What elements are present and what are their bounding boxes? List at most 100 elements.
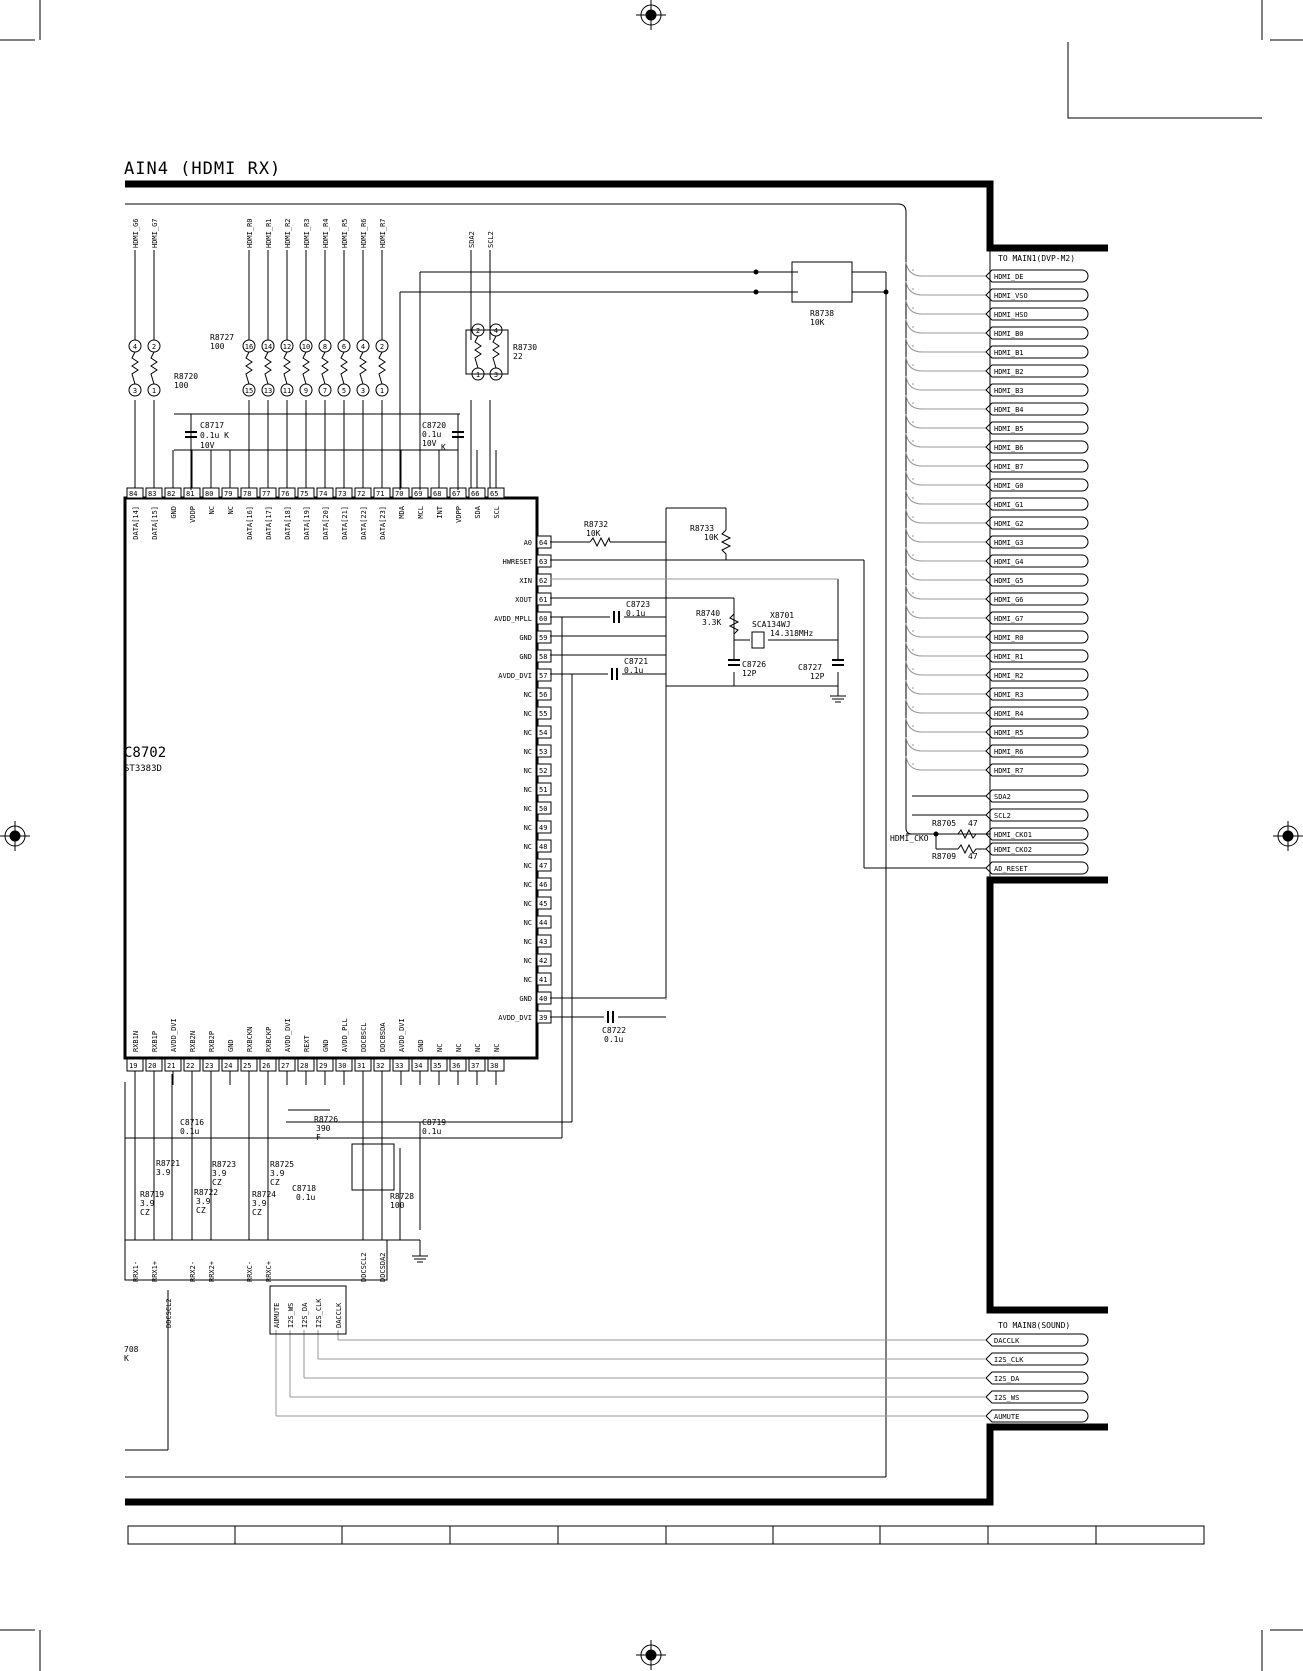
- pin-label: XOUT: [515, 596, 533, 604]
- pin-label: NC: [524, 976, 532, 984]
- connector-signal: I2S_DA: [994, 1375, 1020, 1383]
- pin-label: VDDP: [189, 506, 197, 523]
- pin-label: VDPP: [455, 506, 463, 523]
- pin-number: 84: [129, 490, 137, 498]
- frame-border: [125, 180, 1108, 252]
- pin-number: 73: [338, 490, 346, 498]
- pin-label: AVDD_DVI: [498, 1014, 532, 1022]
- connector-signal: I2S_CLK: [994, 1356, 1024, 1364]
- net-label: SCL2: [487, 231, 495, 248]
- pin-number: 61: [539, 596, 547, 604]
- svg-text:4: 4: [494, 327, 498, 335]
- ic-top-pins: 84DATA[14]83DATA[15]82GND81VDDP80NC79NC7…: [126, 450, 505, 540]
- pin-label: RXBCKP: [265, 1027, 273, 1052]
- r8732-val: 10K: [586, 529, 601, 538]
- pin-54: [536, 725, 552, 739]
- net-label: I2S_DA: [301, 1302, 309, 1328]
- pin-label: NC: [524, 900, 532, 908]
- connector-signal: HDMI_G6: [994, 596, 1024, 604]
- svg-text:11: 11: [283, 387, 291, 395]
- pin-number: 34: [414, 1062, 422, 1070]
- connector-signal: HDMI_R0: [994, 634, 1024, 642]
- r8705-val: 47: [968, 819, 978, 828]
- r8723-ref: R8723: [212, 1160, 236, 1169]
- pin-number: 47: [539, 862, 547, 870]
- pin-45: [536, 896, 552, 910]
- c8727-val: 12P: [810, 672, 825, 681]
- r8725-val: 3.9: [270, 1169, 285, 1178]
- x8701-val: SCA134WJ: [752, 620, 791, 629]
- capacitor-c8719: C8719 0.1u: [422, 1118, 446, 1136]
- pin-46: [536, 877, 552, 891]
- r8723-val: 3.9: [212, 1169, 227, 1178]
- r8709-val: 47: [968, 852, 978, 861]
- c8726-ref: C8726: [742, 660, 766, 669]
- pin-65: [487, 487, 505, 499]
- pin-label: DATA[16]: [246, 506, 254, 540]
- pin-number: 26: [262, 1062, 270, 1070]
- pin-number: 51: [539, 786, 547, 794]
- resistor-network-r8730: R8730 22: [513, 343, 537, 361]
- pin-81: [183, 487, 201, 499]
- pin-number: 33: [395, 1062, 403, 1070]
- net-label: I2S_WS: [287, 1303, 295, 1328]
- connector-main8-title: TO MAIN8(SOUND): [998, 1321, 1070, 1330]
- net-label: HDMI_G6: [132, 218, 140, 248]
- pin-41: [536, 972, 552, 986]
- c8719-val: 0.1u: [422, 1127, 441, 1136]
- svg-text:8: 8: [323, 343, 327, 351]
- svg-text:2: 2: [476, 327, 480, 335]
- pin-number: 65: [490, 490, 498, 498]
- pin-label: DATA[17]: [265, 506, 273, 540]
- resistor-r8726: R8726 390 F: [314, 1115, 338, 1142]
- connector-signal: I2S_WS: [994, 1394, 1019, 1402]
- pin-number: 54: [539, 729, 547, 737]
- pin-label: DATA[18]: [284, 506, 292, 540]
- hdmi-cko-label: HDMI_CKO: [890, 834, 929, 843]
- r8728-ref: R8728: [390, 1192, 414, 1201]
- connector-signal: HDMI_G2: [994, 520, 1024, 528]
- pin-58: [536, 649, 552, 663]
- crystal-x8701: X8701 SCA134WJ 14.318MHz: [752, 611, 814, 638]
- r8726-val: 390: [316, 1124, 331, 1133]
- r8722-val: 3.9: [196, 1197, 211, 1206]
- pin-number: 21: [167, 1062, 175, 1070]
- x8701-freq: 14.318MHz: [770, 629, 814, 638]
- r8719-ref: R8719: [140, 1190, 164, 1199]
- connector-signal: HDMI_CKO1: [994, 831, 1032, 839]
- ic-bottom-pins: 19RXB1N20RXB1P21AVDD_DVI22RXB2N23RXB2P24…: [126, 1018, 505, 1085]
- pin-label: NC: [524, 748, 532, 756]
- connector-main8: TO MAIN8(SOUND) DACCLKI2S_CLKI2S_DAI2S_W…: [985, 1321, 1089, 1423]
- pin-number: 81: [186, 490, 194, 498]
- connector-signal: HDMI_CKO2: [994, 846, 1032, 854]
- pin-number: 70: [395, 490, 403, 498]
- pin-number: 40: [539, 995, 547, 1003]
- capacitor-c8722: C8722 0.1u: [602, 1026, 626, 1044]
- pin-49: [536, 820, 552, 834]
- net-label: AUMUTE: [273, 1303, 281, 1328]
- pin-number: 42: [539, 957, 547, 965]
- connector-signal: HDMI_G3: [994, 539, 1024, 547]
- c8721-ref: C8721: [624, 657, 648, 666]
- pin-label: AVDD_MPLL: [494, 615, 532, 623]
- r8724-ref: R8724: [252, 1190, 276, 1199]
- svg-text:3: 3: [494, 371, 498, 379]
- pin-label: SCL: [493, 506, 501, 519]
- pin-label: REXT: [303, 1034, 311, 1052]
- pin-label: SDA: [474, 505, 482, 518]
- svg-text:2: 2: [152, 343, 156, 351]
- net-label: HDMI_R4: [322, 218, 330, 248]
- r8728-val: 100: [390, 1201, 405, 1210]
- connector-signal: HDMI_R4: [994, 710, 1024, 718]
- pin-number: 32: [376, 1062, 384, 1070]
- net-label: HDMI_R2: [284, 218, 292, 248]
- connector-signal: HDMI_R2: [994, 672, 1024, 680]
- pin-label: DATA[14]: [132, 506, 140, 540]
- pin-57: [536, 668, 552, 682]
- connector-signal: HDMI_B4: [994, 406, 1024, 414]
- pin-number: 55: [539, 710, 547, 718]
- pin-number: 80: [205, 490, 213, 498]
- pin-number: 53: [539, 748, 547, 756]
- connector-signal: HDMI_R6: [994, 748, 1024, 756]
